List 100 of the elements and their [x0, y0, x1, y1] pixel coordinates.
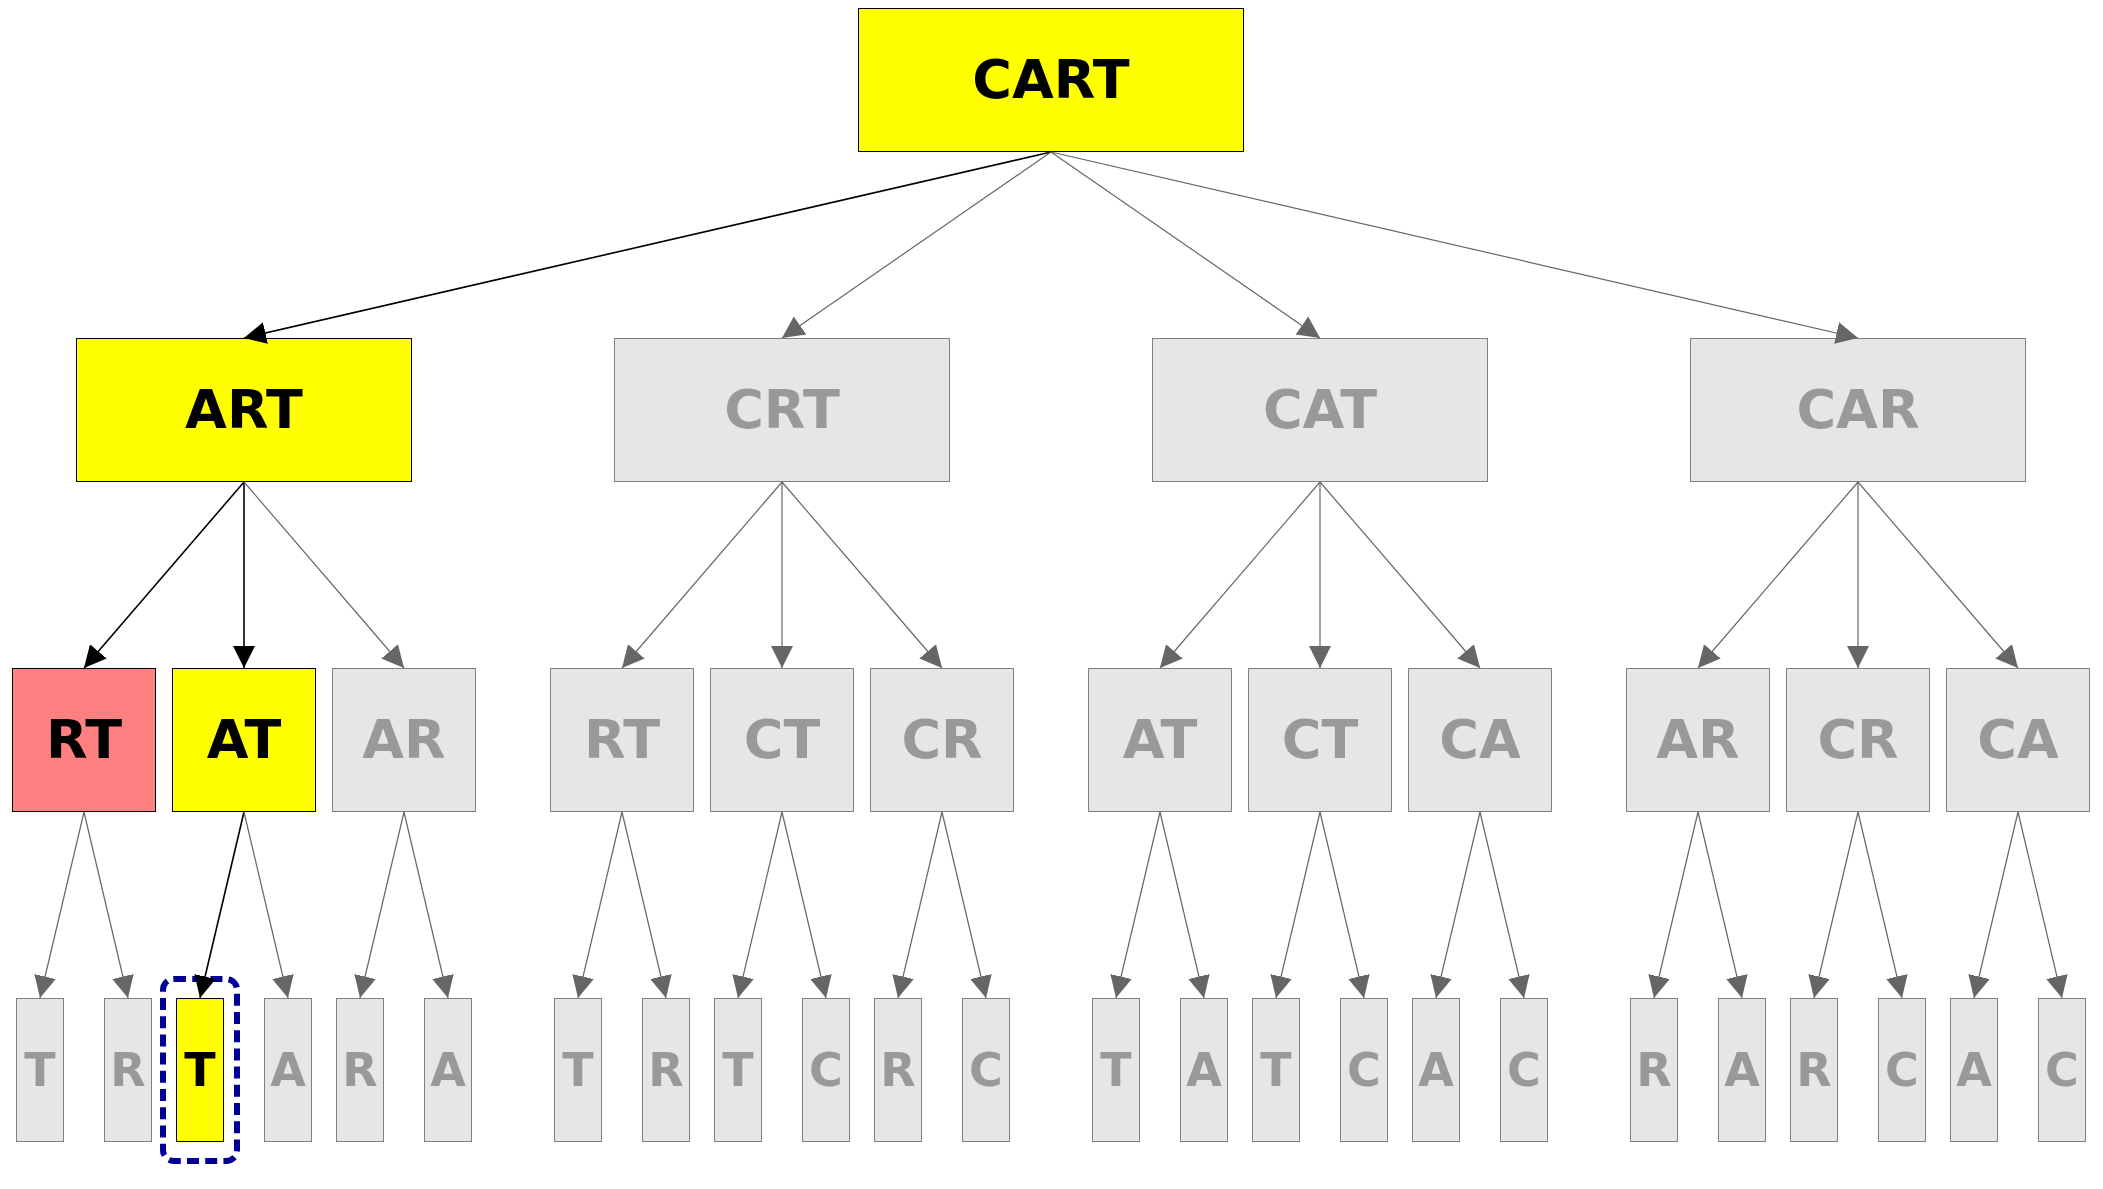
word-box — [1092, 998, 1140, 1142]
word-box — [710, 668, 854, 812]
node-label: CA — [1439, 713, 1521, 767]
word-box — [2038, 998, 2086, 1142]
word-box — [76, 338, 412, 482]
word-box — [1626, 668, 1770, 812]
word-box — [176, 998, 224, 1142]
node-label: R — [648, 1047, 684, 1093]
word-box — [858, 8, 1244, 152]
arrow — [1159, 481, 1321, 669]
node-label: AT — [1122, 713, 1198, 767]
arrow — [1319, 811, 1370, 999]
arrow — [1857, 481, 2019, 669]
word-box — [714, 998, 762, 1142]
node-label: C — [2045, 1047, 2079, 1093]
word-box — [264, 998, 312, 1142]
word-box — [1790, 998, 1838, 1142]
word-box — [550, 668, 694, 812]
node-label: R — [880, 1047, 916, 1093]
word-box — [1408, 668, 1552, 812]
node-label: AT — [206, 713, 282, 767]
word-box — [1786, 668, 1930, 812]
word-box — [1630, 998, 1678, 1142]
word-box — [1248, 668, 1392, 812]
node-label: R — [342, 1047, 378, 1093]
arrow — [732, 811, 783, 999]
arrow — [34, 811, 85, 999]
node-label: A — [270, 1047, 306, 1093]
word-box — [1718, 998, 1766, 1142]
word-box — [1690, 338, 2026, 482]
node-label: A — [1956, 1047, 1992, 1093]
arrow — [1050, 151, 1859, 344]
node-label: T — [1100, 1047, 1132, 1093]
arrow — [1697, 811, 1748, 999]
node-label: CR — [1817, 713, 1899, 767]
arrow — [243, 481, 405, 669]
node-label: CAT — [1262, 383, 1378, 437]
word-box — [1252, 998, 1300, 1142]
arrow — [1857, 811, 1908, 999]
node-label: CART — [972, 53, 1130, 107]
arrow — [403, 811, 454, 999]
node-label: R — [1636, 1047, 1672, 1093]
arrow — [1050, 151, 1321, 339]
arrow — [1697, 481, 1859, 669]
node-label: CR — [901, 713, 983, 767]
arrow — [354, 811, 405, 999]
node-label: CT — [743, 713, 821, 767]
node-label: T — [562, 1047, 594, 1093]
word-box — [1950, 998, 1998, 1142]
arrow — [771, 481, 793, 669]
arrow — [1309, 481, 1331, 669]
node-label: AR — [362, 713, 446, 767]
node-label: T — [1260, 1047, 1292, 1093]
arrow — [194, 811, 245, 999]
word-box — [802, 998, 850, 1142]
word-box — [104, 998, 152, 1142]
arrow — [1159, 811, 1210, 999]
word-box — [336, 998, 384, 1142]
node-label: AR — [1656, 713, 1740, 767]
word-box — [1412, 998, 1460, 1142]
arrow — [621, 481, 783, 669]
word-box — [962, 998, 1010, 1142]
word-box — [332, 668, 476, 812]
node-label: C — [809, 1047, 843, 1093]
node-label: C — [1507, 1047, 1541, 1093]
arrow — [2017, 811, 2068, 999]
arrow — [1319, 481, 1481, 669]
node-label: A — [430, 1047, 466, 1093]
arrow — [621, 811, 672, 999]
node-label: A — [1186, 1047, 1222, 1093]
node-label: CT — [1281, 713, 1359, 767]
arrow — [1847, 481, 1869, 669]
word-box — [1500, 998, 1548, 1142]
arrow — [1479, 811, 1530, 999]
node-label: CA — [1977, 713, 2059, 767]
arrow — [243, 151, 1052, 344]
arrow — [941, 811, 992, 999]
word-box — [172, 668, 316, 812]
arrow — [1270, 811, 1321, 999]
node-label: T — [722, 1047, 754, 1093]
arrow — [1648, 811, 1699, 999]
arrow — [1808, 811, 1859, 999]
arrow — [1968, 811, 2019, 999]
node-label: A — [1724, 1047, 1760, 1093]
word-box — [1180, 998, 1228, 1142]
word-box — [642, 998, 690, 1142]
arrow — [83, 481, 245, 669]
arrow — [83, 811, 134, 999]
node-label: C — [1347, 1047, 1381, 1093]
node-label: R — [1796, 1047, 1832, 1093]
arrow — [572, 811, 623, 999]
word-box — [874, 998, 922, 1142]
word-box — [16, 998, 64, 1142]
node-label: CAR — [1796, 383, 1920, 437]
node-label: RT — [46, 713, 122, 767]
word-box — [424, 998, 472, 1142]
node-label: ART — [185, 383, 303, 437]
node-label: T — [184, 1047, 216, 1093]
arrow — [892, 811, 943, 999]
node-label: C — [1885, 1047, 1919, 1093]
